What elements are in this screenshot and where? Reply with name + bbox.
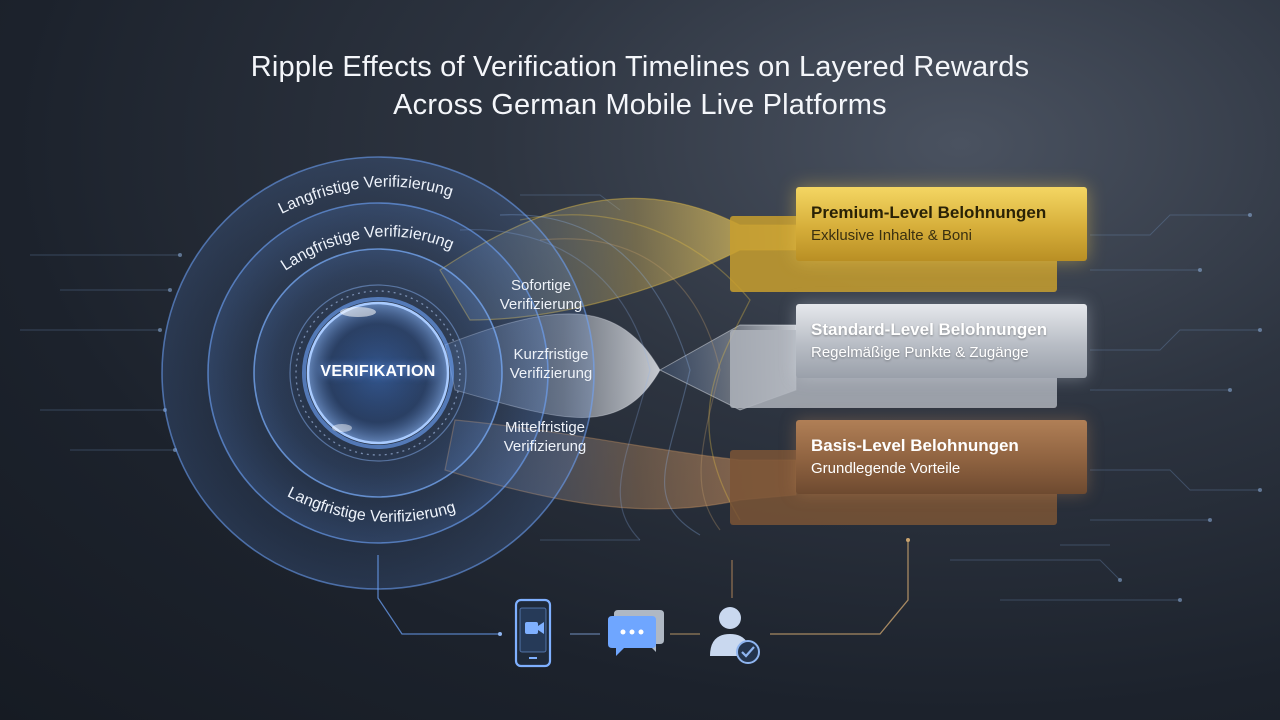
reward-card-basis: Basis-Level Belohnungen Grundlegende Vor… bbox=[796, 420, 1087, 494]
reward-standard-subtitle: Regelmäßige Punkte & Zugänge bbox=[811, 344, 1029, 361]
reward-standard-title: Standard-Level Belohnungen bbox=[811, 320, 1048, 339]
title-line-2: Across German Mobile Live Platforms bbox=[393, 89, 887, 121]
timeline-medium-line1: Mittelfristige bbox=[504, 419, 586, 436]
timeline-immediate-label: Sofortige Verifizierung bbox=[476, 276, 606, 314]
timeline-short-label: Kurzfristige Verifizierung bbox=[486, 345, 616, 383]
timeline-immediate-line1: Sofortige bbox=[510, 277, 572, 294]
circuit-lines bbox=[20, 194, 1260, 601]
reward-premium-subtitle: Exklusive Inhalte & Boni bbox=[811, 227, 972, 244]
chat-bubble-icon bbox=[608, 610, 664, 656]
timeline-immediate-line2: Verifizierung bbox=[499, 296, 583, 313]
timeline-short-line2: Verifizierung bbox=[509, 365, 593, 382]
core-label: VERIFIKATION bbox=[320, 363, 436, 380]
timeline-medium-label: Mittelfristige Verifizierung bbox=[480, 418, 610, 456]
title-line-1: Ripple Effects of Verification Timelines… bbox=[250, 51, 1030, 83]
reward-premium-title: Premium-Level Belohnungen bbox=[811, 203, 1047, 222]
reward-card-premium: Premium-Level Belohnungen Exklusive Inha… bbox=[796, 187, 1087, 261]
reward-basis-title: Basis-Level Belohnungen bbox=[811, 436, 1019, 455]
diagram-title: Ripple Effects of Verification Timelines… bbox=[0, 48, 1280, 124]
bottom-connectors bbox=[377, 538, 910, 636]
verified-user-icon bbox=[710, 607, 760, 664]
timeline-medium-line2: Verifizierung bbox=[503, 438, 587, 455]
mobile-video-icon bbox=[514, 598, 552, 668]
reward-card-standard: Standard-Level Belohnungen Regelmäßige P… bbox=[796, 304, 1087, 378]
timeline-short-line1: Kurzfristige bbox=[513, 346, 589, 363]
reward-basis-subtitle: Grundlegende Vorteile bbox=[811, 460, 961, 477]
verification-core bbox=[302, 297, 454, 449]
